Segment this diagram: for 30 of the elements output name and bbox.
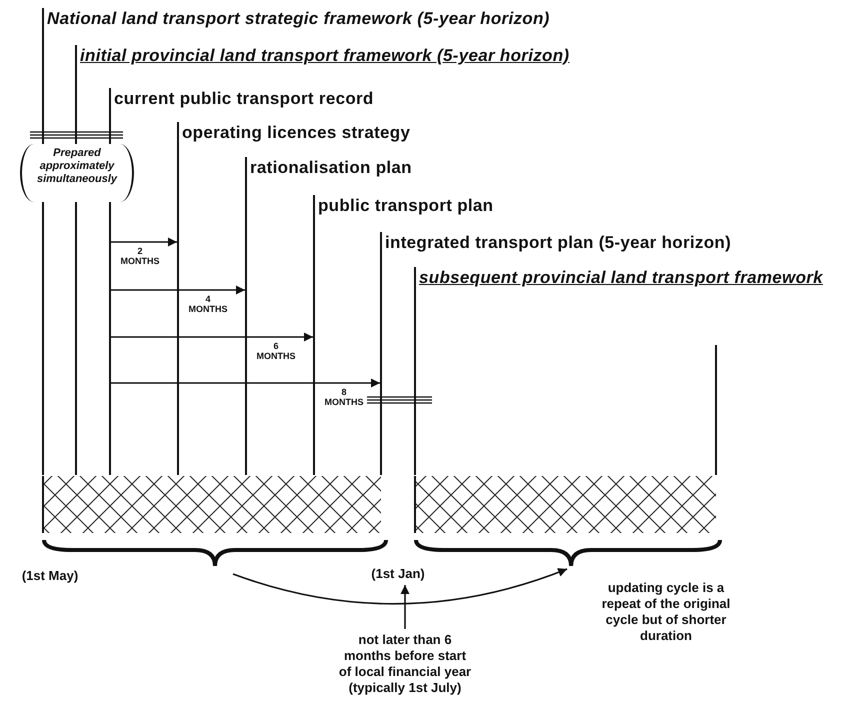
- timeline-bar: [380, 232, 382, 475]
- timeline-bar: [245, 157, 247, 475]
- edge-label: 4 MONTHS: [188, 294, 228, 314]
- milestone-label: National land transport strategic framework (5-year horizon): [46, 9, 550, 28]
- milestone-label: subsequent provincial land transport framework: [418, 268, 823, 287]
- timeline-bar: [414, 267, 416, 475]
- arrow: [232, 568, 568, 605]
- arrow: [111, 378, 380, 388]
- arrow: [111, 286, 245, 294]
- note-text: not later than 6 months before start of local financial year (typically 1st July): [338, 632, 472, 722]
- milestone-label: integrated transport plan (5-year horizon): [384, 233, 732, 252]
- curly-brace: [42, 538, 388, 568]
- edge-label: 6 MONTHS: [256, 341, 296, 361]
- bracketed-note: Prepared approximately simultaneously: [20, 144, 134, 202]
- date-label: (1st May): [20, 568, 80, 583]
- milestone-label: rationalisation plan: [249, 158, 412, 177]
- note-text: updating cycle is a repeat of the original cycle but of shorter duration: [600, 580, 732, 644]
- arrow: [111, 238, 177, 246]
- date-label: (1st Jan): [362, 566, 434, 584]
- arrow: [400, 585, 410, 629]
- milestone-label: current public transport record: [113, 89, 374, 108]
- edge-label: 8 MONTHS: [324, 387, 364, 407]
- timeline-bar: [313, 195, 315, 475]
- arrow: [111, 332, 313, 342]
- timeline-bar: [177, 122, 179, 475]
- milestone-label: operating licences strategy: [181, 123, 410, 142]
- milestone-label: initial provincial land transport framework (5-year horizon): [79, 46, 570, 65]
- curly-brace: [414, 538, 722, 568]
- edge-label: 2 MONTHS: [120, 246, 160, 266]
- milestone-label: public transport plan: [317, 196, 494, 215]
